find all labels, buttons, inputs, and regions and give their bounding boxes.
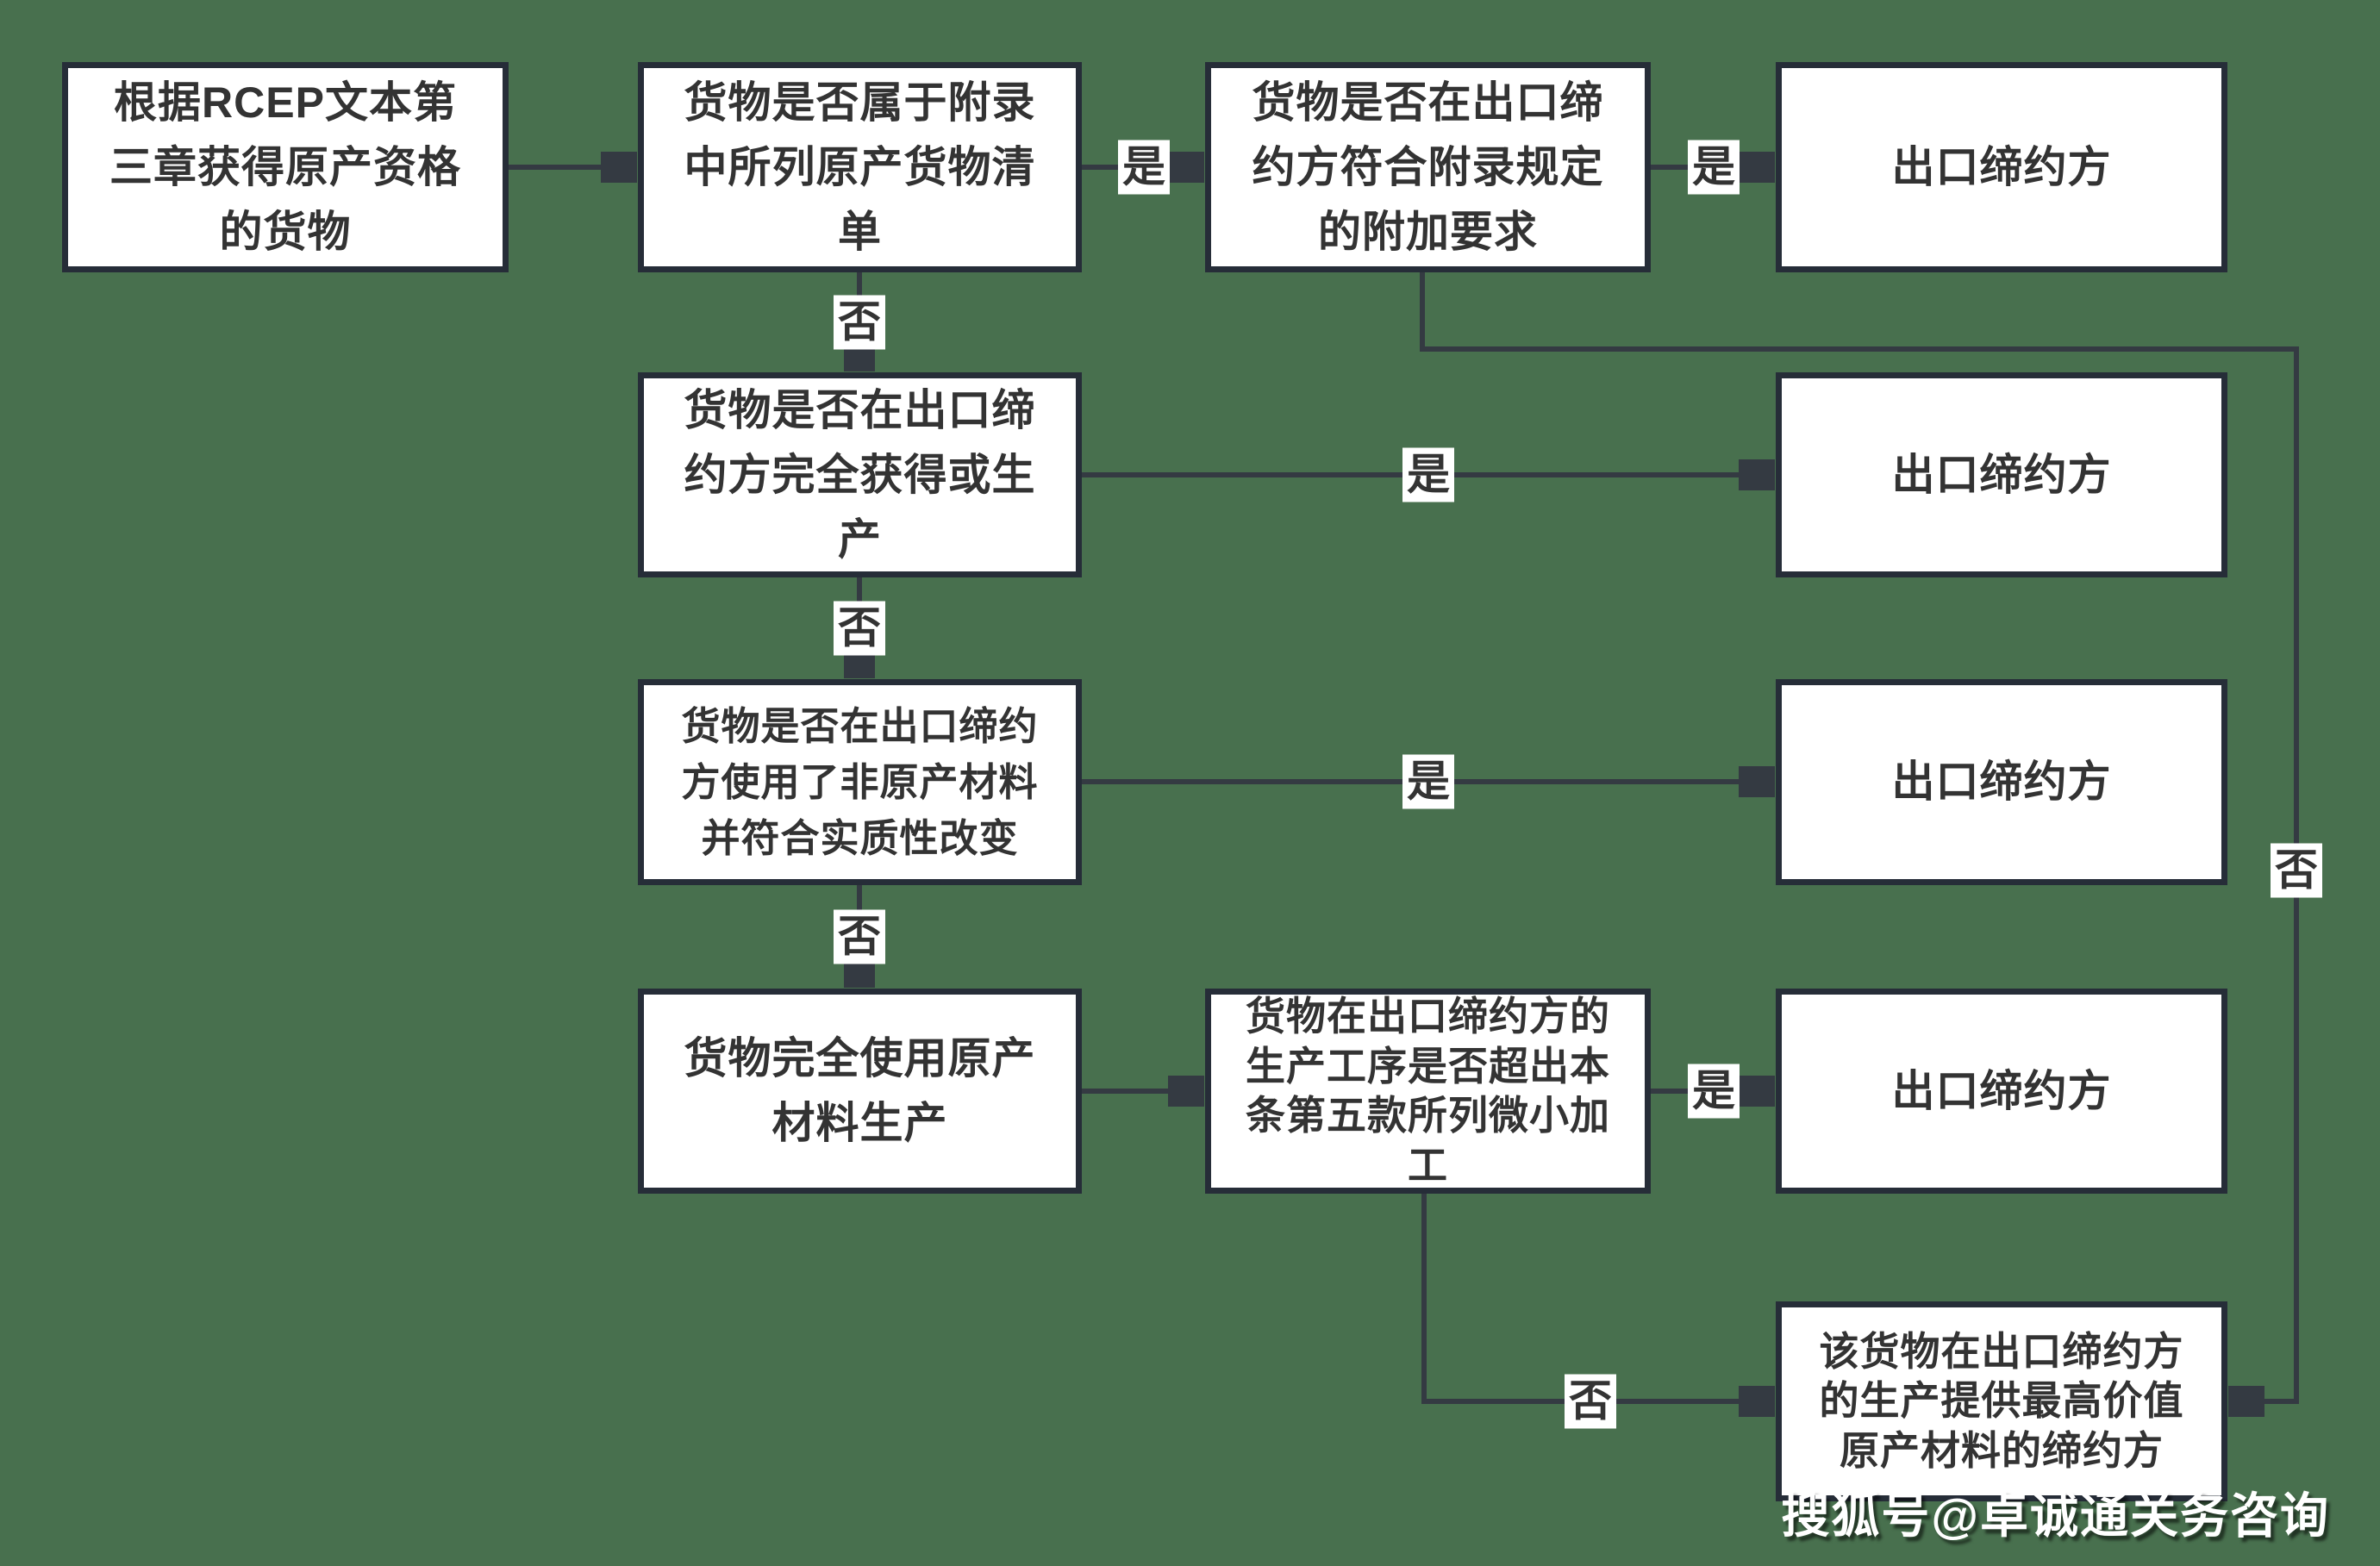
edge-label-no-minimal: 否 [1565, 1374, 1616, 1429]
edge-label-yes-annexaddl: 是 [1688, 140, 1740, 195]
flow-node-annex-additional-label: 货物是否在出口缔约方符合附录规定的附加要求 [1252, 78, 1604, 256]
flow-node-export-party-4-label: 出口缔约方 [1891, 1066, 2112, 1115]
edge-label-yes-nonorig: 是 [1402, 754, 1454, 809]
edge-label-no-wholly: 否 [834, 601, 885, 656]
flow-node-export-party-2: 出口缔约方 [1776, 372, 2227, 577]
flow-node-export-party-3-label: 出口缔约方 [1891, 758, 2112, 806]
flow-node-wholly-obtained-label: 货物是否在出口缔约方完全获得或生产 [684, 385, 1036, 564]
watermark-text: 搜狐号@卓诚通关务咨询 [1781, 1488, 2330, 1543]
flow-node-all-originating-label: 货物完全使用原产材料生产 [684, 1034, 1036, 1147]
flow-node-annex-additional: 货物是否在出口缔约方符合附录规定的附加要求 [1205, 62, 1651, 272]
flow-node-start-label: 根据RCEP文本第三章获得原产资格的货物 [109, 78, 461, 256]
flow-node-highest-value-party-label: 该货物在出口缔约方的生产提供最高价值原产材料的缔约方 [1819, 1328, 2184, 1473]
edge-label-no-nonorig: 否 [834, 909, 885, 964]
edge-label-no-annexlist: 否 [834, 295, 885, 350]
flow-node-export-party-1-label: 出口缔约方 [1891, 142, 2112, 191]
edge-label-yes-wholly: 是 [1402, 447, 1454, 502]
flow-node-export-party-2-label: 出口缔约方 [1891, 450, 2112, 499]
flow-node-annex-list: 货物是否属于附录中所列原产货物清单 [638, 62, 1082, 272]
flow-node-highest-value-party: 该货物在出口缔约方的生产提供最高价值原产材料的缔约方 [1776, 1301, 2227, 1501]
edge-label-yes-minimal: 是 [1688, 1064, 1740, 1119]
edge-label-no-annexaddl: 否 [2271, 843, 2322, 898]
flow-node-minimal-operations: 货物在出口缔约方的生产工序是否超出本条第五款所列微小加工 [1205, 989, 1651, 1194]
flow-node-minimal-operations-label: 货物在出口缔约方的生产工序是否超出本条第五款所列微小加工 [1246, 994, 1610, 1188]
flow-node-start: 根据RCEP文本第三章获得原产资格的货物 [62, 62, 509, 272]
flow-node-non-originating-label: 货物是否在出口缔约方使用了非原产材料并符合实质性改变 [681, 703, 1039, 861]
flow-node-export-party-1: 出口缔约方 [1776, 62, 2227, 272]
flow-node-export-party-4: 出口缔约方 [1776, 989, 2227, 1194]
flow-node-annex-list-label: 货物是否属于附录中所列原产货物清单 [684, 78, 1036, 256]
edge-annexaddl-highest [1420, 272, 2299, 1401]
flow-node-non-originating: 货物是否在出口缔约方使用了非原产材料并符合实质性改变 [638, 679, 1082, 885]
edge-minimal-highest [1421, 1194, 1772, 1401]
flow-node-wholly-obtained: 货物是否在出口缔约方完全获得或生产 [638, 372, 1082, 577]
edge-label-yes-annexlist: 是 [1118, 140, 1170, 195]
flow-node-export-party-3: 出口缔约方 [1776, 679, 2227, 885]
flow-node-all-originating: 货物完全使用原产材料生产 [638, 989, 1082, 1194]
